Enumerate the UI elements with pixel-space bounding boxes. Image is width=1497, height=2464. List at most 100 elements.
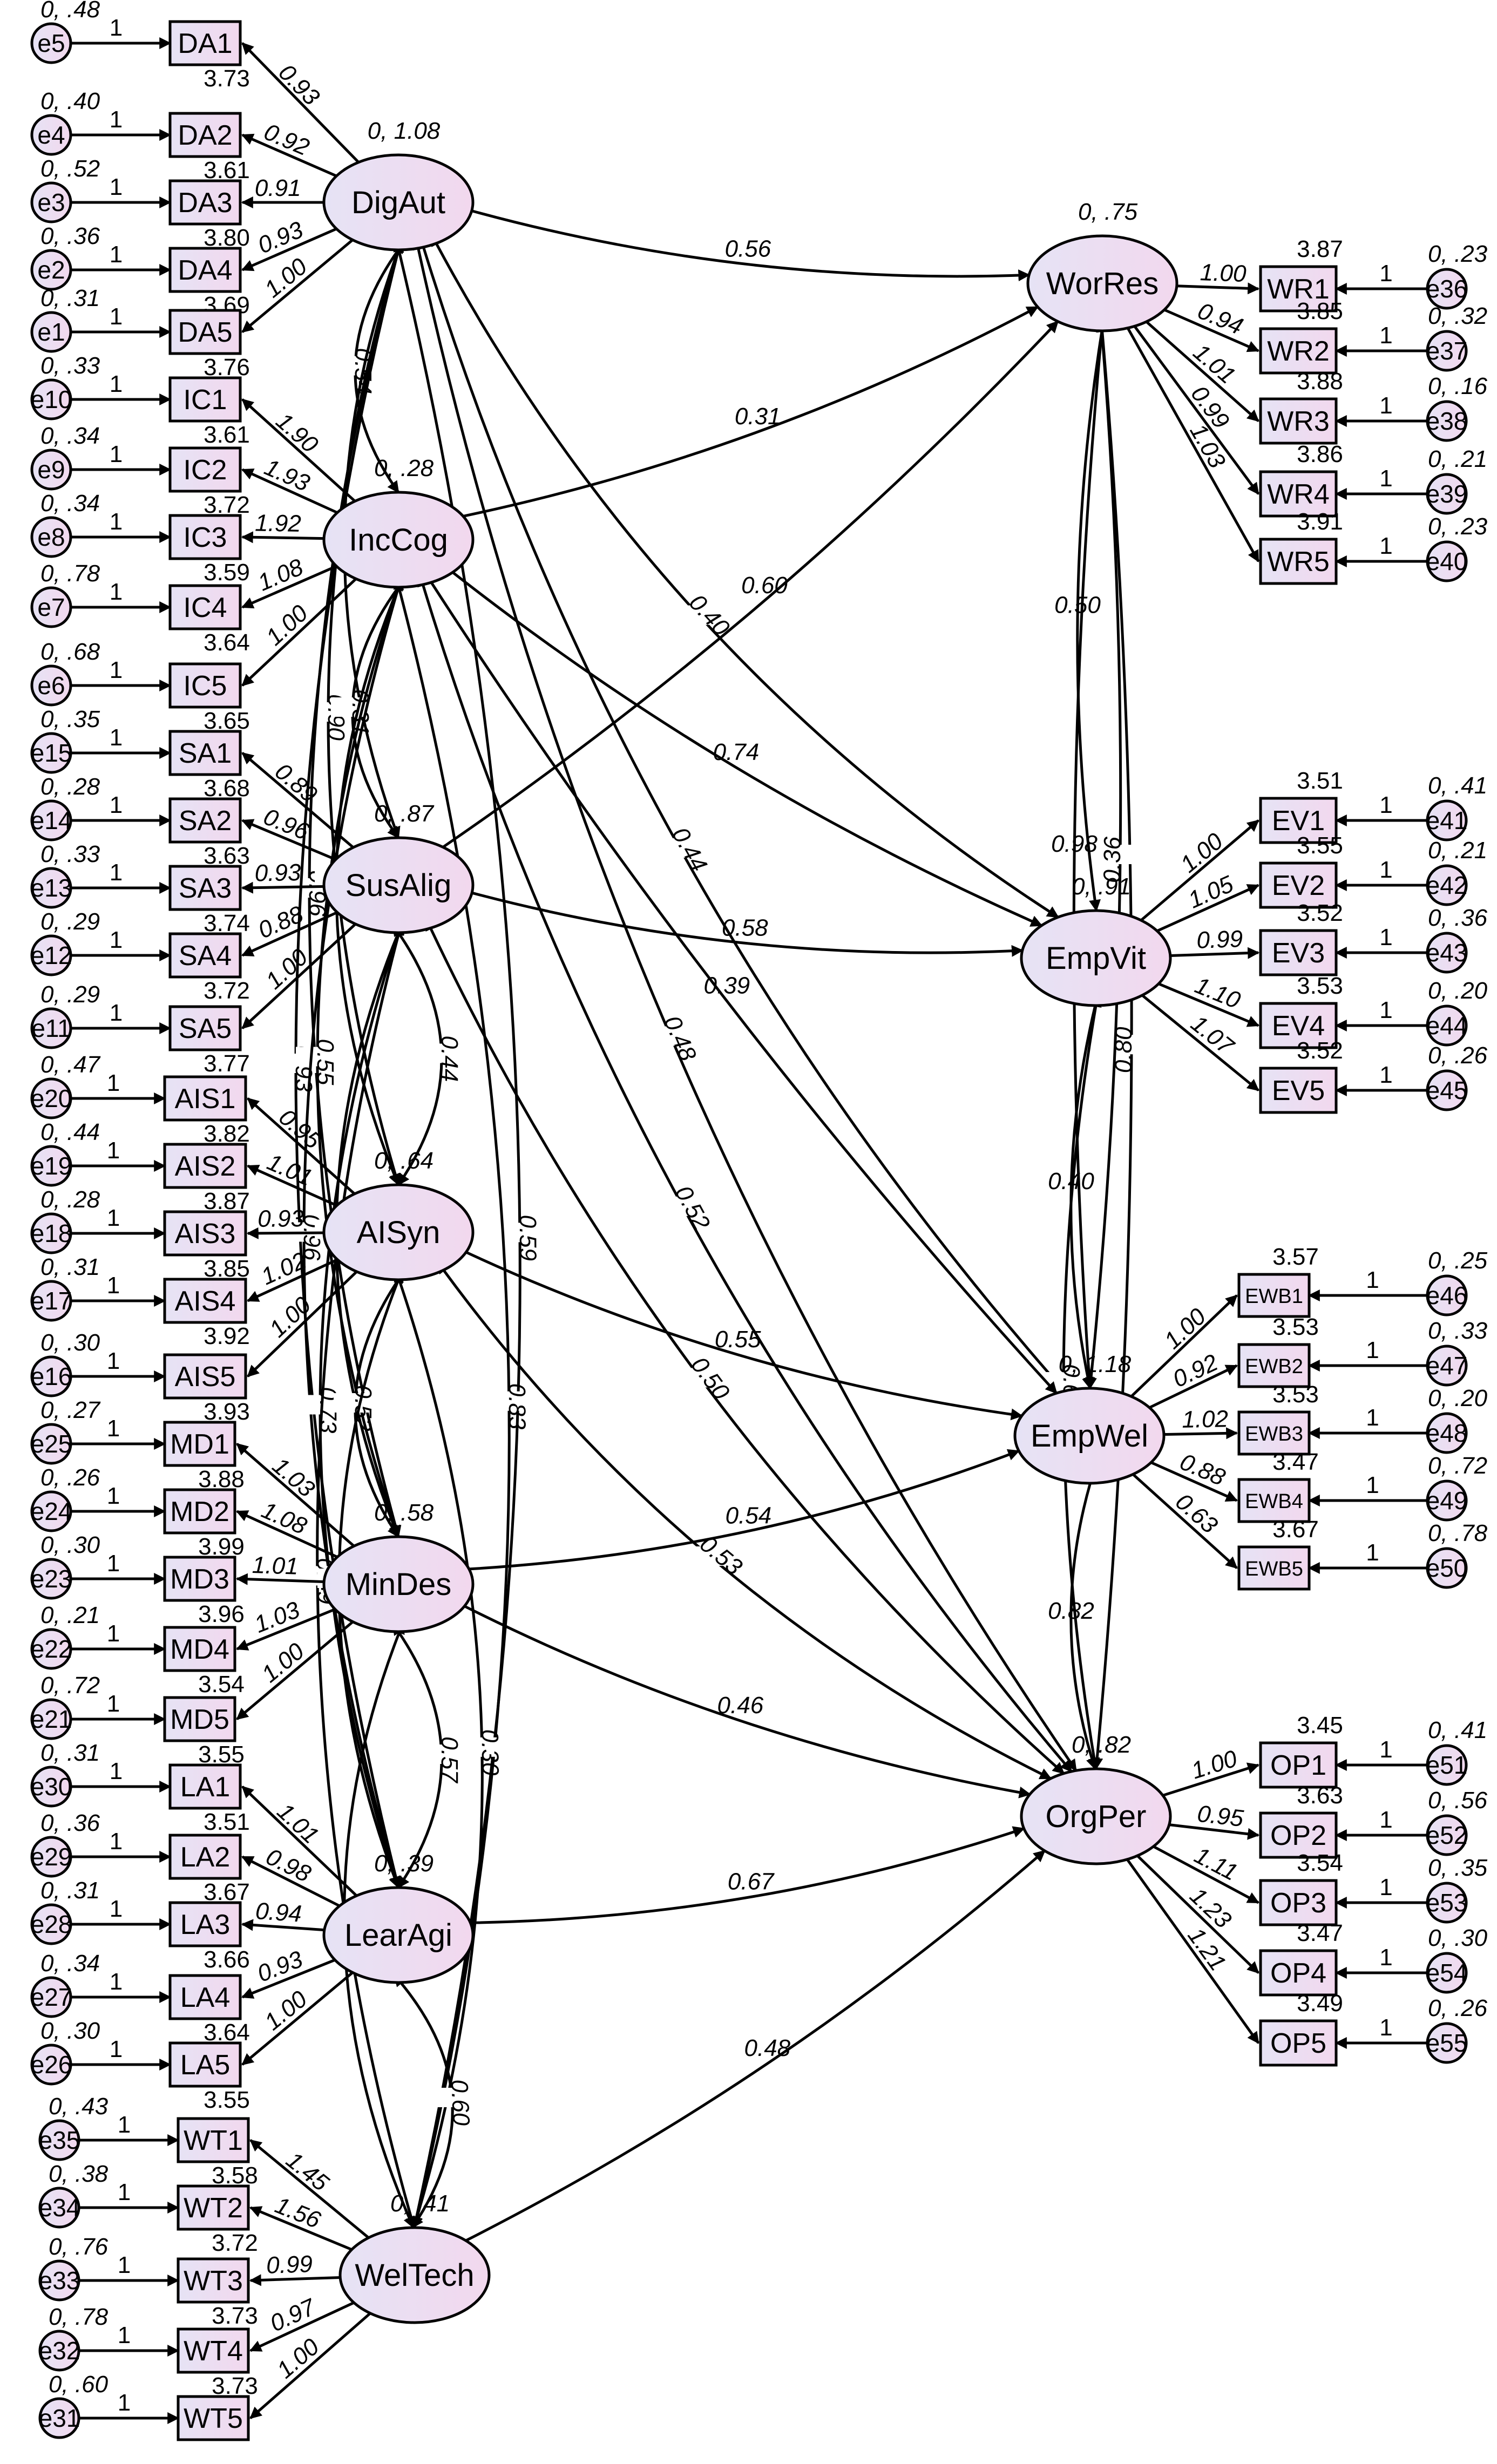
error-variance-label: 0, .26 <box>1428 1995 1488 2021</box>
indicator-label: SA5 <box>179 1013 232 1044</box>
loading-path <box>241 923 357 1029</box>
indicator-sa1 <box>168 730 242 776</box>
indicator-sa2 <box>168 797 242 844</box>
error-term-label: e44 <box>1426 1012 1468 1040</box>
loading-label: 1.01 <box>252 1552 299 1580</box>
latent-label: WelTech <box>355 2258 474 2293</box>
error-path-weight: 1 <box>110 1969 123 1995</box>
error-variance-label: 0, .36 <box>40 223 100 249</box>
indicator-label: MD2 <box>170 1496 229 1528</box>
indicator-label: WT4 <box>184 2336 243 2367</box>
indicator-label: IC3 <box>184 522 227 553</box>
indicator-label: EV1 <box>1272 805 1325 837</box>
covariance-label: 0.36 <box>1099 836 1126 883</box>
error-variance-label: 0, .28 <box>40 1186 100 1213</box>
error-term-label: e38 <box>1426 407 1468 435</box>
error-path-weight: 1 <box>110 174 123 200</box>
indicator-label: DA5 <box>178 317 232 348</box>
indicator-label: WT5 <box>184 2403 243 2434</box>
error-path-weight: 1 <box>107 1620 120 1647</box>
intercept-label: 3.65 <box>204 708 250 734</box>
intercept-label: 3.68 <box>204 775 250 802</box>
path-coefficient-label: 0.67 <box>728 1868 775 1895</box>
indicator-label: SA1 <box>179 738 232 769</box>
intercept-label: 3.45 <box>1297 1712 1343 1739</box>
loading-path <box>246 1164 337 1207</box>
loading-path <box>249 2139 370 2239</box>
loading-path <box>235 1608 336 1651</box>
loading-path <box>241 565 337 609</box>
indicator-la2 <box>168 1834 242 1880</box>
indicator-label: EV5 <box>1272 1075 1325 1107</box>
latent-variance-label: 0, .28 <box>374 455 434 481</box>
path-coefficient-label: 0.74 <box>713 739 760 765</box>
intercept-label: 3.53 <box>1297 973 1343 999</box>
error-path-weight: 1 <box>1379 924 1392 951</box>
latent-weltech <box>338 2226 491 2324</box>
error-path-weight: 1 <box>110 1828 123 1855</box>
error-term-label: e49 <box>1426 1486 1468 1515</box>
indicator-label: DA3 <box>178 187 232 219</box>
indicator-label: IC5 <box>184 670 227 702</box>
intercept-label: 3.72 <box>204 492 250 518</box>
loading-label: 1.92 <box>255 510 301 537</box>
error-variance-label: 0, .33 <box>40 352 100 379</box>
latent-variance-label: 0, .64 <box>374 1148 433 1174</box>
path-mindes-empwel <box>469 1449 1020 1571</box>
error-path-weight: 1 <box>110 2036 123 2062</box>
latent-susalig <box>322 836 475 934</box>
loading-path <box>247 1271 358 1377</box>
error-path-weight: 1 <box>1379 260 1392 287</box>
loading-path <box>235 1573 324 1585</box>
error-term-label: e28 <box>31 1910 72 1938</box>
indicator-da4 <box>168 247 242 293</box>
intercept-label: 3.67 <box>1272 1516 1319 1543</box>
indicator-da2 <box>168 112 242 158</box>
loading-path <box>1126 327 1260 562</box>
loading-label: 0.93 <box>254 859 301 886</box>
error-variance-label: 0, .41 <box>1428 772 1487 799</box>
intercept-label: 3.85 <box>1297 298 1343 324</box>
loading-path <box>241 752 354 849</box>
intercept-label: 3.92 <box>204 1323 250 1349</box>
indicator-label: EV4 <box>1272 1010 1325 1042</box>
path-mindes-orgper <box>464 1605 1031 1798</box>
intercept-label: 3.80 <box>204 225 250 251</box>
indicator-da3 <box>168 179 242 226</box>
loading-path <box>1163 1427 1238 1440</box>
indicator-label: SA2 <box>179 805 232 837</box>
covariance-label: 0.44 <box>436 1036 463 1082</box>
intercept-label: 3.72 <box>204 978 250 1004</box>
loading-label: 1.00 <box>1188 1745 1241 1784</box>
path-susalig-empvit <box>471 891 1024 957</box>
loading-path <box>1141 994 1259 1091</box>
error-variance-label: 0, .31 <box>40 1740 100 1766</box>
covariance-label: 0.59 <box>514 1214 541 1261</box>
indicator-ais3 <box>163 1210 247 1257</box>
covariance-label-bg <box>334 1393 377 1413</box>
error-term-label: e50 <box>1426 1554 1468 1582</box>
indicator-label: LA2 <box>180 1842 231 1873</box>
indicator-label: OP2 <box>1270 1820 1326 1851</box>
latent-learagi <box>322 1886 475 1984</box>
loading-path <box>249 2274 341 2286</box>
latent-variance-label: 0, .87 <box>374 800 435 827</box>
error-term-label: e55 <box>1426 2029 1468 2057</box>
error-term-label: e41 <box>1426 806 1468 834</box>
loading-path <box>235 1510 338 1558</box>
indicator-ais5 <box>163 1353 247 1400</box>
intercept-label: 3.93 <box>204 1399 250 1425</box>
indicator-label: OP4 <box>1270 1958 1326 1989</box>
loading-path <box>249 2206 353 2251</box>
indicator-label: MD4 <box>170 1634 229 1665</box>
indicator-label: LA3 <box>180 1909 231 1940</box>
error-path-weight: 1 <box>110 241 123 268</box>
path-empvit-empwel <box>1069 1005 1097 1390</box>
error-term-label: e46 <box>1426 1281 1468 1309</box>
indicator-label: EWB3 <box>1245 1423 1303 1445</box>
indicator-ev4 <box>1259 1002 1338 1049</box>
path-coefficient-label: 0.55 <box>715 1326 761 1353</box>
error-path-weight: 1 <box>118 2112 131 2138</box>
loading-label: 1.00 <box>1176 828 1229 878</box>
